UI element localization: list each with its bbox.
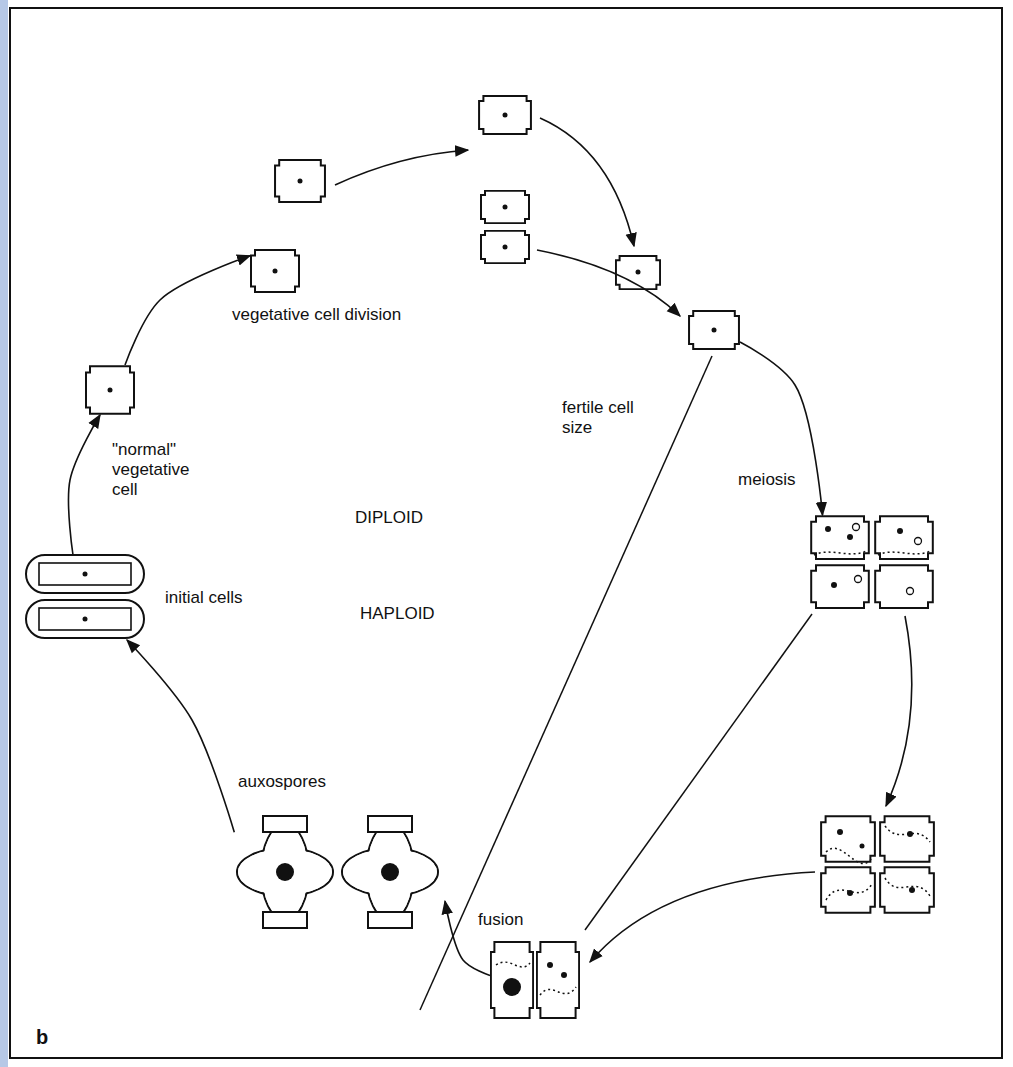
stage-label: vegetative cell division bbox=[232, 305, 401, 325]
stage-label: fertile cell size bbox=[562, 398, 642, 438]
life-stage: initial cells bbox=[25, 555, 145, 640]
life-stage: vegetative cell division bbox=[250, 155, 330, 295]
cycle-arrow bbox=[740, 342, 823, 515]
life-stage: meiosis bbox=[810, 515, 935, 610]
frame bbox=[10, 8, 1002, 1058]
phase-label: DIPLOID bbox=[355, 508, 423, 528]
side-band bbox=[0, 0, 8, 1067]
stage-label: auxospores bbox=[238, 772, 326, 792]
cell-drawing bbox=[230, 815, 445, 930]
cycle-arrow bbox=[127, 640, 234, 832]
cell-drawing bbox=[85, 365, 135, 415]
stage-label: "normal" vegetative cell bbox=[112, 440, 207, 500]
cycle-arrow bbox=[125, 256, 250, 365]
cell-drawing bbox=[250, 155, 330, 295]
cell-drawing bbox=[810, 515, 935, 610]
cell-drawing bbox=[688, 310, 740, 350]
cell-drawing bbox=[490, 935, 580, 1025]
phase-boundary-lines bbox=[420, 356, 812, 1010]
gamete-cells bbox=[821, 816, 934, 913]
stage-arrows bbox=[335, 118, 912, 962]
dividing-cells bbox=[479, 96, 660, 289]
life-stage: "normal" vegetative cell bbox=[85, 365, 135, 415]
stage-label: fusion bbox=[478, 910, 523, 930]
life-stage: fusion bbox=[490, 935, 580, 1025]
stage-label: meiosis bbox=[738, 470, 796, 490]
cell-drawing bbox=[25, 555, 145, 640]
life-stage: auxospores bbox=[230, 815, 445, 930]
life-stage: fertile cell size bbox=[688, 310, 740, 350]
stage-label: initial cells bbox=[165, 588, 242, 608]
cycle-arrow bbox=[68, 415, 100, 555]
phase-label: HAPLOID bbox=[360, 604, 435, 624]
panel-letter: b bbox=[36, 1026, 48, 1049]
